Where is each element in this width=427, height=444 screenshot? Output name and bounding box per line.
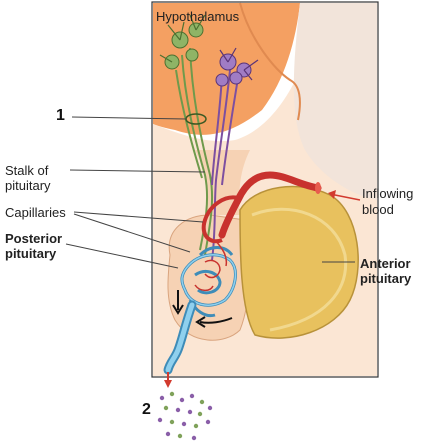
- neuron-bundle-purple: [211, 69, 239, 261]
- green-neurons: [159, 14, 206, 70]
- hypothalamus-label: Hypothalamus: [156, 9, 240, 24]
- stalk-label-line2: pituitary: [5, 178, 51, 193]
- marker-2: 2: [142, 401, 151, 418]
- artery: [218, 171, 322, 239]
- anterior-label-line1: Anterior: [360, 256, 411, 271]
- efferent-vein-inner: [165, 302, 195, 373]
- marker-1: 1: [56, 107, 65, 124]
- inflowing-label-line2: blood: [362, 202, 394, 217]
- capillaries-label: Capillaries: [5, 205, 66, 220]
- flow-arrowhead-down: [172, 304, 184, 315]
- inflowing-label-line1: Inflowing: [362, 186, 414, 201]
- anterior-highlight: [251, 207, 348, 332]
- red-capillaries: [194, 239, 228, 292]
- brain-region: [293, 3, 377, 200]
- artery-end: [315, 182, 321, 194]
- purple-neurons: [215, 47, 259, 87]
- capillary-fill: [181, 254, 237, 306]
- diagram-frame: [151, 1, 379, 378]
- flow-arrow-left: [199, 317, 233, 324]
- anterior-label-line2: pituitary: [360, 271, 412, 286]
- flow-arrowhead-left: [195, 316, 206, 328]
- inflow-arrow: [329, 193, 361, 201]
- inflow-arrowhead: [328, 190, 336, 199]
- hormone-dots: [157, 391, 213, 441]
- posterior-label-line1: Posterior: [5, 231, 63, 246]
- hypothalamus-fold: [239, 2, 301, 121]
- artery-loop: [201, 195, 239, 244]
- stalk-label-line1: Stalk of: [5, 163, 49, 178]
- posterior-label-line2: pituitary: [5, 246, 57, 261]
- leader-lines: [65, 116, 355, 269]
- release-arrowhead: [164, 380, 172, 388]
